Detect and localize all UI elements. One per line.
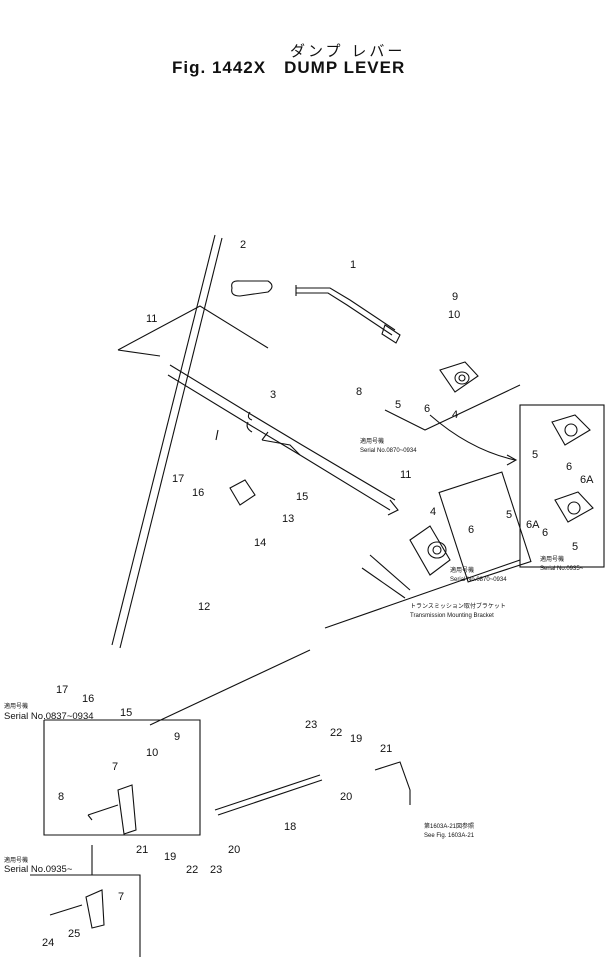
part-number-6: 6	[468, 524, 474, 536]
part-4-bearing-inset-a	[551, 414, 591, 446]
reference-note: See Fig. 1603A-21	[424, 833, 475, 839]
part-number-11: 11	[146, 313, 157, 325]
serial-note: Serial No.0837~0934	[4, 711, 94, 722]
part-number-6: 6	[424, 403, 430, 415]
part-number-19: 19	[164, 851, 176, 863]
mount-plane-line	[324, 559, 521, 629]
part-number-17: 17	[172, 473, 184, 485]
part-number-19: 19	[350, 733, 362, 745]
part-number-23: 23	[210, 864, 222, 876]
part-number-6: 6	[542, 527, 548, 539]
part-number-8: 8	[58, 791, 64, 803]
part-12-rod	[111, 234, 223, 649]
part-number-13: 13	[282, 513, 294, 525]
part-number-9: 9	[452, 291, 458, 303]
part-number-15: 15	[120, 707, 132, 719]
callout-arrow-head	[506, 454, 518, 466]
bracket-line	[369, 554, 411, 591]
part-number-22: 22	[186, 864, 198, 876]
reference-note-jp: 第1603A-21図参照	[424, 822, 474, 830]
part-number-7: 7	[112, 761, 118, 773]
serial-note-jp: 適用号機	[4, 702, 28, 710]
part-8-bolt-a	[87, 804, 119, 821]
part-number-17: 17	[56, 684, 68, 696]
serial-note: Serial No.0870~0934	[450, 577, 507, 583]
part-number-6: 6	[566, 461, 572, 473]
part-number-4: 4	[452, 409, 458, 421]
serial-note-jp: 適用号機	[540, 555, 564, 563]
part-number-18: 18	[284, 821, 296, 833]
part-number-20: 20	[228, 844, 240, 856]
part-number-14: 14	[254, 537, 266, 549]
part-2-knob	[231, 280, 273, 297]
part-number-21: 21	[136, 844, 148, 856]
part-number-5: 5	[572, 541, 578, 553]
part-3-shaft	[167, 364, 399, 516]
part-21-lever-arm	[374, 761, 411, 805]
part-1-lever	[295, 285, 401, 344]
bracket-line-2	[361, 567, 406, 599]
serial-note-jp: 適用号機	[4, 856, 28, 864]
callout-arrow	[429, 414, 516, 461]
part-number-7: 7	[118, 891, 124, 903]
inset-box-serial-0935	[519, 404, 605, 568]
serial-note: Serial No.0870~0934	[360, 448, 417, 454]
part-7-bracket-a	[117, 784, 137, 835]
part-number-3: 3	[270, 389, 276, 401]
part-number-10: 10	[448, 309, 460, 321]
part-number-25: 25	[68, 928, 80, 940]
part-number-2: 2	[240, 239, 246, 251]
part-4-bearing-middle	[409, 525, 451, 576]
part-number-20: 20	[340, 791, 352, 803]
inset-box-serial-0935-lower	[30, 874, 141, 957]
lower-plane-line	[149, 649, 311, 726]
part-24-bolt	[49, 904, 83, 916]
bracket-note-jp: トランスミッション取付ブラケット	[410, 602, 506, 610]
part-number-22: 22	[330, 727, 342, 739]
part-number-4: 4	[430, 506, 436, 518]
part-13-clevis	[229, 479, 256, 506]
part-number-23: 23	[305, 719, 317, 731]
figure-title: Fig. 1442X DUMP LEVER	[172, 58, 405, 78]
part-number-10: 10	[146, 747, 158, 759]
serial-note: Serial No.0935~	[4, 864, 73, 875]
bracket-note: Transmission Mounting Bracket	[410, 613, 494, 619]
part-4-bearing-upper	[439, 361, 479, 393]
part-18-rod	[214, 774, 323, 816]
serial-note-jp: 適用号機	[450, 566, 474, 574]
title-japanese: ダンプ レバー	[290, 42, 406, 60]
plane-outline-right	[384, 384, 521, 431]
part-number-1: 1	[350, 259, 356, 271]
figure-name: DUMP LEVER	[284, 58, 406, 77]
serial-note: Serial No.0935~	[540, 566, 584, 572]
part-number-6A: 6A	[526, 519, 540, 531]
plane-outline-upper	[117, 305, 269, 351]
part-number-16: 16	[82, 693, 94, 705]
part-number-15: 15	[296, 491, 308, 503]
part-number-24: 24	[42, 937, 54, 949]
part-number-11: 11	[400, 469, 411, 481]
part-7-bracket-b	[85, 889, 105, 929]
serial-note-jp: 適用号機	[360, 437, 384, 445]
part-number-16: 16	[192, 487, 204, 499]
plane-line-left	[117, 349, 161, 357]
part-number-12: 12	[198, 601, 210, 613]
part-number-6A: 6A	[580, 474, 594, 486]
part-number-21: 21	[380, 743, 392, 755]
part-number-9: 9	[174, 731, 180, 743]
inset-box-serial-0870-mid	[438, 471, 532, 583]
inset-box-serial-0837	[43, 719, 201, 836]
part-number-5: 5	[395, 399, 401, 411]
part-4-bearing-inset-b	[554, 491, 594, 523]
part-number-5: 5	[506, 509, 512, 521]
part-number-8: 8	[356, 386, 362, 398]
part-number-5: 5	[532, 449, 538, 461]
figure-number: Fig. 1442X	[172, 58, 267, 77]
